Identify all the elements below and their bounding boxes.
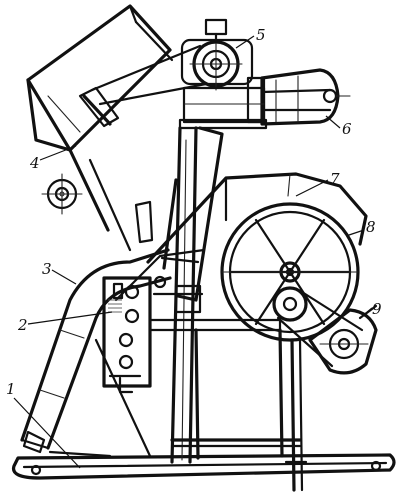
support-frame (148, 318, 308, 492)
label-6: 6 (325, 115, 352, 138)
top-pulley (180, 18, 254, 91)
motor-mount (178, 86, 268, 130)
label-7: 7 (295, 170, 340, 197)
label-3: 3 (42, 260, 77, 285)
label-1: 1 (6, 380, 81, 469)
adjust-bracket (78, 86, 120, 128)
label-4: 4 (29, 145, 77, 172)
hand-wheel (41, 173, 83, 215)
electric-motor (246, 68, 351, 126)
control-panel (102, 276, 152, 394)
label-1-text: 1 (6, 380, 16, 398)
valve-lever (152, 178, 204, 314)
base-skid (11, 453, 396, 480)
label-6-text: 6 (342, 120, 352, 138)
label-2-text: 2 (17, 316, 28, 334)
flywheel (220, 202, 360, 342)
curved-chute (20, 248, 172, 458)
upper-drive-belt (90, 44, 208, 106)
label-5-text: 5 (256, 26, 266, 44)
label-8: 8 (345, 218, 376, 237)
label-8-text: 8 (366, 218, 376, 236)
label-9-text: 9 (372, 300, 382, 318)
label-5: 5 (235, 26, 266, 49)
label-7-text: 7 (330, 170, 340, 188)
label-9: 9 (359, 300, 382, 319)
label-3-text: 3 (42, 260, 52, 278)
feed-hopper (26, 4, 174, 252)
label-4-text: 4 (29, 154, 40, 172)
label-2: 2 (17, 311, 113, 334)
